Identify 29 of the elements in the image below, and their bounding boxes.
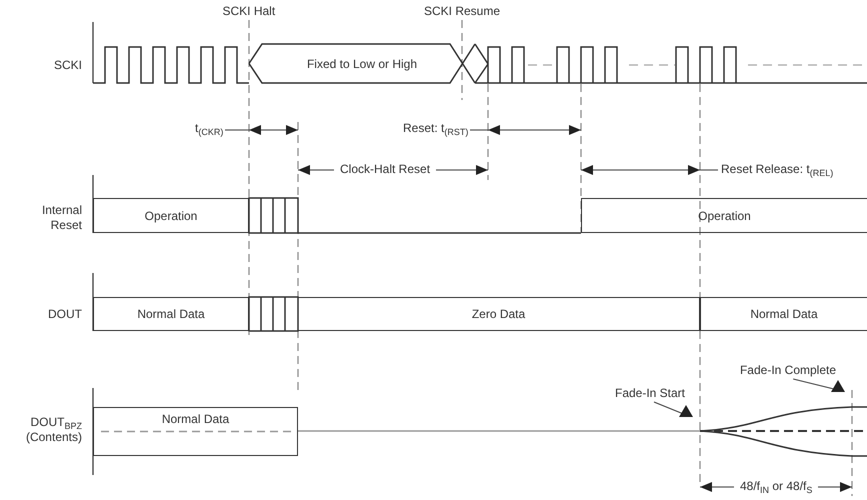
signal-name: DOUT	[48, 307, 82, 321]
bus-state-hexagon	[249, 44, 475, 83]
leader-arrow	[792, 378, 845, 392]
timing-label: Reset: t$_{(RST)}$	[403, 121, 468, 135]
event-label: SCKI Resume	[424, 4, 500, 18]
annotation-text: Fade-In Complete	[740, 363, 836, 377]
state-label: Fixed to Low or High	[306, 56, 418, 70]
signal-name: Internal Reset	[40, 203, 82, 233]
timing-label: t$_{(CKR)}$	[195, 121, 224, 135]
signal-state-box	[93, 198, 249, 233]
state-label: Operation	[144, 208, 198, 222]
timing-label: Clock-Halt Reset	[334, 162, 436, 176]
data-state-box	[298, 297, 700, 331]
signal-state-box	[581, 198, 867, 233]
state-label: Normal Data	[137, 307, 205, 321]
timing-label: Reset Release: t$_{(REL)}$	[721, 162, 834, 176]
state-label: Operation	[698, 208, 751, 222]
timing-label: 48/f$_{IN}$ or 48/f$_{S}$	[734, 479, 818, 493]
event-label: SCKI Halt	[222, 4, 276, 18]
state-label: Normal Data	[162, 412, 230, 426]
signal-name: DOUT$_{BPZ}$ (Contents)	[24, 415, 82, 445]
leader-arrow	[654, 402, 693, 417]
data-state-box	[700, 297, 867, 331]
signal-name: SCKI	[54, 58, 82, 72]
state-label: Zero Data	[472, 307, 526, 321]
state-label: Normal Data	[750, 307, 818, 321]
annotation-text: Fade-In Start	[614, 386, 686, 400]
data-state-box	[93, 297, 249, 331]
data-state-box	[93, 407, 298, 456]
